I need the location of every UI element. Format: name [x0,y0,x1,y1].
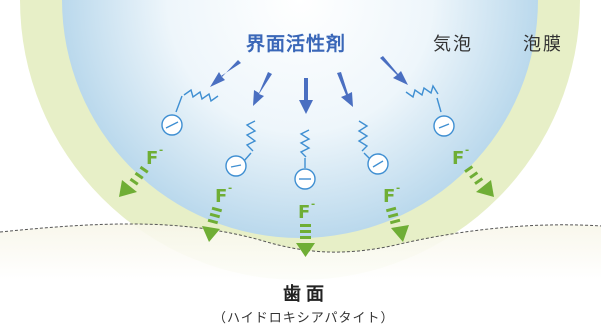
fluoride-ion-charge: - [228,183,232,194]
fluoride-group-5: F - [452,145,494,197]
enamel-layer [0,223,601,280]
surfactant-molecule-icon [161,84,455,190]
fluoride-arrow-icon [296,224,315,257]
fluoride-ion-symbol: F [452,148,464,169]
fluoride-group-4: F - [383,183,409,242]
hydroxyapatite-label: （ハイドロキシアパタイト） [213,311,394,326]
fluoride-group-2: F - [202,183,232,242]
fluoride-ion-charge: - [159,145,163,156]
fluoride-group-1: F - [119,145,163,197]
fluoride-ion-charge: - [396,183,400,194]
bubble-label: 気泡 [433,34,473,55]
fluoride-arrow-icon [119,165,149,197]
tooth-surface-label: 歯面 [283,283,329,305]
fluoride-arrow-icon [202,206,223,242]
fluoride-ion-symbol: F [146,148,158,169]
fluoride-ion-symbol: F [383,186,395,207]
fluoride-group-3: F - [296,199,315,257]
fluoride-arrow-icon [464,165,494,197]
fluoride-ion-charge: - [311,199,315,210]
fluoride-ion-symbol: F [215,186,227,207]
surfactant-arrow-icon [210,56,408,114]
fluoride-ion-symbol: F [298,202,310,223]
fluoride-arrow-icon [385,206,409,242]
fluoride-ion-charge: - [465,145,469,156]
tooth-surface-line [0,223,601,253]
surfactant-label: 界面活性剤 [246,32,346,55]
foam-film-label: 泡膜 [523,34,563,55]
bubble [62,0,538,238]
